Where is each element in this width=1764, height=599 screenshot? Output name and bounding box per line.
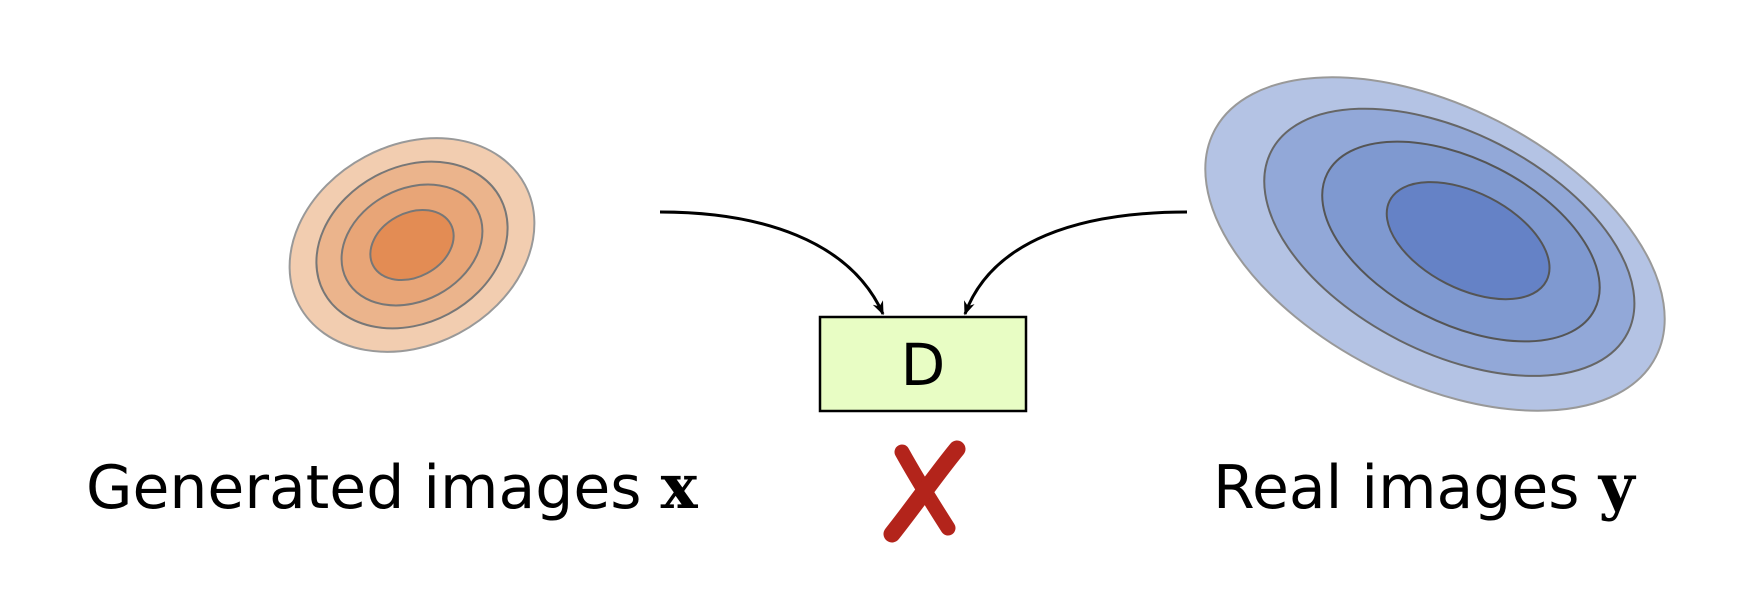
generated-contour-4 (369, 208, 455, 282)
arrow-real-to-d (963, 210, 1188, 316)
real-images-label: Real images y (1213, 456, 1635, 519)
real-distribution (1204, 76, 1666, 412)
discriminator-box (818, 315, 1028, 413)
real-contour-4 (1385, 181, 1551, 301)
generated-images-label: Generated images x (86, 456, 698, 519)
arrow-generated-to-d (659, 210, 885, 316)
cross-mark-icon (883, 440, 966, 543)
generated-images-text: Generated images (86, 453, 642, 523)
generated-variable: x (660, 450, 698, 523)
real-images-text: Real images (1213, 453, 1580, 523)
real-variable: y (1598, 450, 1635, 523)
discriminator: D (818, 315, 1028, 413)
discriminator-label: D (901, 331, 946, 399)
generated-distribution (288, 137, 536, 353)
